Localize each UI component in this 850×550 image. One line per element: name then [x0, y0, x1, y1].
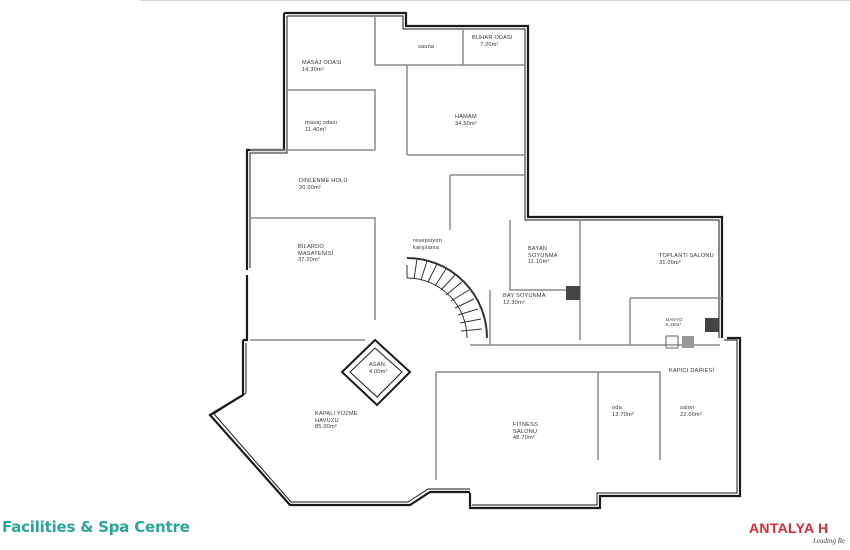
room-area: 14.30m²: [302, 66, 324, 73]
room-name: BANYO: [666, 317, 683, 322]
room-area: 85.00m²: [315, 424, 337, 431]
room-name-line2: SOYUNMA: [528, 252, 558, 259]
room-name-line2: MASATENİSİ: [298, 250, 334, 257]
room-area: 7.20m²: [480, 41, 499, 48]
room-resepsiyon: resepsiyon karşılama: [413, 238, 442, 251]
room-area: 37.20m²: [298, 257, 320, 264]
room-masaj-odasi-2: masaj odası 11.40m²: [305, 120, 337, 133]
room-toplanti-salonu: TOPLANTI SALONU 31.00m²: [659, 253, 714, 266]
room-name-line2: karşılama: [413, 244, 440, 251]
page-caption: Facilities & Spa Centre: [2, 518, 190, 536]
room-hamam: HAMAM 34.50m²: [455, 114, 477, 127]
room-salon: salon 22.00m²: [680, 405, 702, 418]
room-name: HAMAM: [455, 114, 477, 120]
room-name: oda: [612, 405, 622, 411]
room-banyo: BANYO 5.30m²: [666, 317, 683, 327]
room-name: FITNESS: [513, 422, 539, 428]
brand-logo: ANTALYA H: [749, 520, 829, 536]
room-area: 31.00m²: [659, 259, 681, 266]
room-area: 13.70m²: [612, 411, 634, 418]
room-area: 4.00m²: [369, 368, 388, 375]
brand-tagline: Leading Re: [813, 537, 846, 545]
room-name: BAY SOYUNMA: [503, 293, 546, 299]
room-masaj-odasi-1: MASAJ ODASI 14.30m²: [302, 60, 342, 73]
room-area: 12.30m²: [503, 299, 525, 306]
room-name: MASAJ ODASI: [302, 60, 342, 66]
room-name: ASAN.: [369, 362, 387, 368]
room-area: 48.70m²: [513, 435, 535, 442]
room-area: 5.30m²: [666, 322, 682, 327]
room-area: 22.00m²: [680, 411, 702, 418]
room-name-line2: HAVUZU: [315, 417, 339, 424]
room-name: KAPICI DAİRESİ: [669, 368, 715, 374]
room-area: 34.50m²: [455, 120, 477, 127]
room-name: sauna: [418, 44, 435, 50]
room-area: 11.10m²: [528, 259, 550, 266]
room-name: DİNLENME HOLÜ: [299, 178, 348, 184]
room-name: TOPLANTI SALONU: [659, 253, 714, 259]
room-name: masaj odası: [305, 120, 338, 126]
room-name: KAPALI YÜZME: [315, 411, 358, 417]
room-name: salon: [680, 405, 695, 411]
room-dinlenme-holu: DİNLENME HOLÜ 20.00m²: [299, 178, 348, 191]
room-oda: oda 13.70m²: [612, 405, 634, 418]
room-buhar-odasi: BUHAR ODASI 7.20m²: [472, 35, 513, 48]
header-divider: [140, 0, 850, 1]
room-area: 20.00m²: [299, 184, 321, 191]
room-kapici-dairesi: KAPICI DAİRESİ: [669, 368, 714, 375]
room-name-line2: SALONU: [513, 428, 538, 435]
room-bayan-soyunma: BAYAN SOYUNMA 11.10m²: [528, 246, 558, 266]
room-havuz: KAPALI YÜZME HAVUZU 85.00m²: [315, 411, 358, 431]
room-bilardo: BİLARDO MASATENİSİ 37.20m²: [298, 244, 333, 264]
room-asansor: ASAN. 4.00m²: [369, 362, 388, 375]
room-bay-soyunma: BAY SOYUNMA 12.30m²: [503, 293, 546, 306]
room-area: 11.40m²: [305, 126, 327, 133]
room-fitness: FITNESS SALONU 48.70m²: [513, 422, 538, 442]
room-name: BAYAN: [528, 246, 548, 252]
room-name: BİLARDO: [298, 244, 324, 250]
room-name: resepsiyon: [413, 238, 443, 244]
room-name: BUHAR ODASI: [472, 35, 513, 41]
room-sauna: sauna: [418, 44, 434, 51]
